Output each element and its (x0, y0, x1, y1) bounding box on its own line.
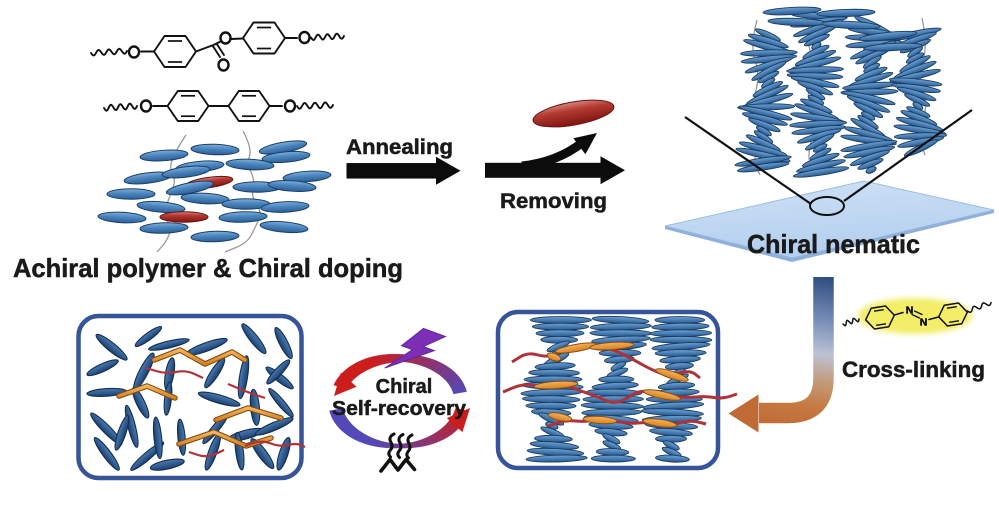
svg-text:N: N (920, 317, 928, 329)
svg-text:Cross-linking: Cross-linking (842, 357, 985, 382)
svg-text:Chiral: Chiral (376, 376, 433, 398)
svg-text:Achiral polymer & Chiral dopin: Achiral polymer & Chiral doping (13, 253, 403, 283)
svg-text:N: N (906, 305, 914, 317)
svg-text:Self-recovery: Self-recovery (332, 398, 467, 420)
svg-text:Removing: Removing (500, 190, 607, 213)
svg-text:Annealing: Annealing (346, 136, 453, 159)
svg-text:Chiral nematic: Chiral nematic (747, 229, 920, 259)
